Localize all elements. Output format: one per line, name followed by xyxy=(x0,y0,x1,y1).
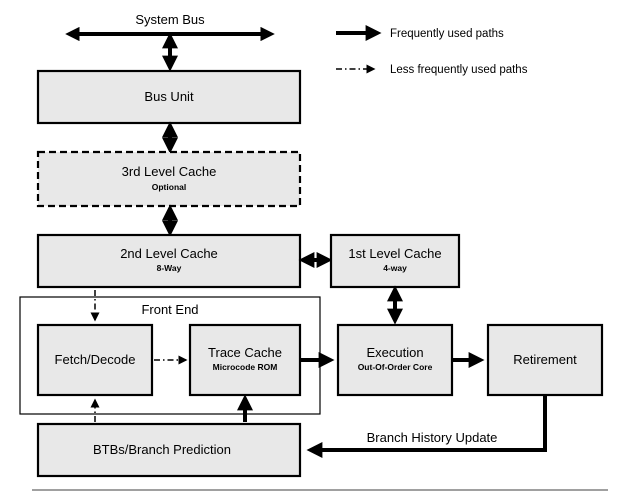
legend-less-frequent-label: Less frequently used paths xyxy=(390,64,528,76)
l1-cache-block: 1st Level Cache 4-way xyxy=(329,233,461,289)
l3-cache-title: 3rd Level Cache xyxy=(122,164,217,179)
l3-cache-block: 3rd Level Cache Optional xyxy=(36,150,302,208)
btb-block: BTBs/Branch Prediction xyxy=(36,422,302,478)
l2-cache-title: 2nd Level Cache xyxy=(120,246,218,261)
branch-history-update-label: Branch History Update xyxy=(367,430,498,445)
fetch-decode-block: Fetch/Decode xyxy=(36,323,154,397)
execution-block: Execution Out-Of-Order Core xyxy=(336,323,454,397)
legend: Frequently used paths Less frequently us… xyxy=(336,25,528,76)
trace-cache-block: Trace Cache Microcode ROM xyxy=(188,323,302,397)
fetch-decode-title: Fetch/Decode xyxy=(55,352,136,367)
l2-cache-subtitle: 8-Way xyxy=(157,263,182,273)
front-end-label: Front End xyxy=(141,302,198,317)
bus-unit-title: Bus Unit xyxy=(144,89,194,104)
l1-cache-title: 1st Level Cache xyxy=(348,246,441,261)
bus-unit-block: Bus Unit xyxy=(36,69,302,125)
trace-cache-subtitle: Microcode ROM xyxy=(213,362,278,372)
l1-cache-subtitle: 4-way xyxy=(383,263,407,273)
execution-subtitle: Out-Of-Order Core xyxy=(358,362,433,372)
legend-frequent-label: Frequently used paths xyxy=(390,28,504,40)
btb-title: BTBs/Branch Prediction xyxy=(93,442,231,457)
retirement-block: Retirement xyxy=(486,323,604,397)
branch-history-update-arrow xyxy=(306,395,547,458)
system-bus: System Bus xyxy=(65,12,275,42)
system-bus-label: System Bus xyxy=(135,12,205,27)
l2-cache-block: 2nd Level Cache 8-Way xyxy=(36,233,302,289)
trace-cache-title: Trace Cache xyxy=(208,345,282,360)
execution-title: Execution xyxy=(366,345,423,360)
retirement-title: Retirement xyxy=(513,352,577,367)
l3-cache-subtitle: Optional xyxy=(152,182,186,192)
